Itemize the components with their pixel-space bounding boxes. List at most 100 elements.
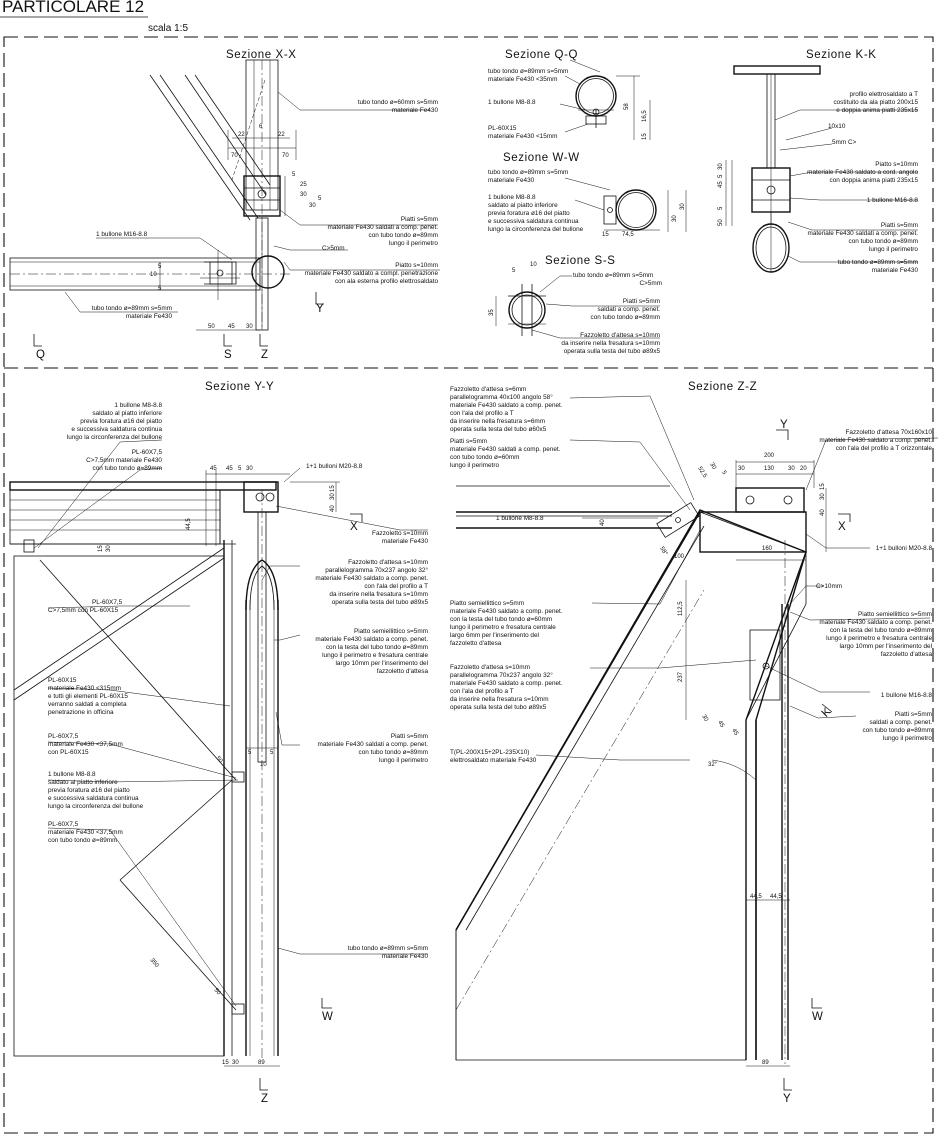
note-kk-n1: profilo elettrosaldato a T: [850, 91, 919, 98]
note-zz-n28: fazzoletto d'attesa: [881, 651, 933, 658]
note-zz-n4: con l'ala del profilo a T: [450, 410, 514, 417]
cut-marker-yy-x: X: [350, 513, 363, 533]
dim-zz-16: 237: [678, 671, 684, 682]
dim-yy-2: 5: [238, 466, 242, 472]
dim-zz-15: 112,5: [678, 601, 684, 616]
dim-kk-4: 50: [718, 219, 724, 226]
dim-yy-13: 15: [222, 1060, 229, 1066]
note-kk-n10: Piatti s=5mm: [881, 222, 918, 229]
dim-xx-4: 70: [282, 153, 289, 159]
note-xx-n9: Piatto s=10mm: [395, 262, 438, 269]
note-yy-n34: Piatti s=5mm: [391, 733, 428, 740]
dim-yy-12: 10: [260, 762, 267, 768]
dim-zz-1: 30: [738, 466, 745, 472]
note-xx-n7: 1 bullone M16-8.8: [96, 231, 148, 238]
dim-zz-0: 200: [764, 453, 775, 459]
note-ss-n4: saldati a comp. penet.: [597, 306, 660, 313]
dim-kk-0: 45: [718, 181, 724, 188]
note-yy-n12: Fazzoletto d'attesa s=10mm: [348, 559, 428, 566]
note-ss-n7: da inserire nella fresatura s=10mm: [561, 340, 660, 347]
dim-yy-0: 45: [210, 466, 217, 472]
dim-ss-2: 35: [489, 309, 495, 316]
cut-marker-yy-w: W: [321, 998, 333, 1023]
note-zz-n16: C>10mm: [816, 583, 842, 590]
cut-marker-zz-x: X: [838, 513, 851, 533]
note-kk-n14: tubo tondo ø=89mm s=5mm: [838, 259, 918, 266]
dim-yy-18: 50: [212, 987, 221, 996]
dim-kk-1: 5: [718, 174, 724, 178]
note-yy-n31: PL-60X7,5: [48, 733, 79, 740]
note-zz-n7: Piatti s=5mm: [450, 438, 487, 445]
section-ss-title: Sezione S-S: [545, 255, 616, 267]
note-kk-n12: con tubo tondo ø=89mm: [849, 238, 918, 245]
note-ww-n7: lungo la circonferenza del bullone: [488, 226, 584, 233]
dim-yy-9: 30: [106, 545, 112, 552]
note-kk-n4: 10x10: [828, 123, 846, 130]
dim-yy-16: 350: [148, 957, 159, 969]
dim-xx-6: 25: [300, 182, 307, 188]
svg-text:W: W: [812, 1011, 823, 1023]
cut-marker-zz-w: W: [811, 998, 823, 1023]
note-yy-n41: e successiva saldatura continua: [48, 795, 139, 802]
note-kk-n15: materiale Fe430: [872, 267, 919, 274]
note-zz-n10: lungo il perimetro: [450, 462, 499, 469]
note-yy-n38: 1 bullone M8-8.8: [48, 771, 96, 778]
note-yy-n19: C>7,5mm con PL-60X15: [48, 607, 119, 614]
note-qq-n1: tubo tondo ø=89mm s=5mm: [488, 68, 568, 75]
dim-qq-2: 15: [642, 133, 648, 140]
dim-zz-4: 20: [800, 466, 807, 472]
note-yy-n47: materiale Fe430: [382, 953, 429, 960]
dim-zz-6: 15: [820, 483, 826, 490]
note-yy-n1: 1 bullone M8-8.8: [114, 402, 162, 409]
note-yy-n15: con l'ala del profilo a T: [364, 583, 428, 590]
note-yy-n24: largo 10mm per l'inserimento del: [335, 660, 428, 667]
note-xx-n13: materiale Fe430: [126, 313, 173, 320]
note-yy-n21: materiale Fe430 saldato a comp. penet.: [315, 636, 428, 643]
dim-xx-13: 10: [150, 272, 157, 278]
dim-zz-9: 52,5: [696, 466, 708, 480]
dim-zz-3: 30: [788, 466, 795, 472]
cut-marker-q: Q: [33, 334, 45, 361]
note-xx-n12: tubo tondo ø=89mm s=5mm: [92, 305, 172, 312]
note-yy-n13: parallelogramma 70x237 angolo 32°: [325, 566, 428, 574]
note-zz-n38: con tubo tondo ø=89mm: [863, 727, 932, 734]
note-yy-n23: lungo il perimetro e fresatura centrale: [322, 652, 428, 659]
dim-zz-2: 130: [764, 466, 775, 472]
note-kk-n5: 5mm C>: [832, 139, 857, 146]
note-yy-n22: con la testa del tubo tondo ø=89mm: [326, 644, 428, 651]
cut-marker-zz-y-top: Y: [776, 419, 789, 440]
dim-yy-3: 30: [246, 466, 253, 472]
note-zz-n32: con l'ala del profilo a T: [450, 688, 514, 695]
note-zz-n31: materiale Fe430 saldato a comp. penet.: [450, 680, 563, 687]
section-yy-title: Sezione Y-Y: [205, 381, 274, 393]
dim-yy-4: 30: [330, 493, 336, 500]
note-yy-n43: PL-60X7,5: [48, 821, 79, 828]
note-zz-n6: operata sulla testa del tubo ø60x5: [450, 426, 547, 433]
svg-text:W: W: [322, 1011, 333, 1023]
frame-border: [3, 36, 934, 1134]
sheet-title: PARTICOLARE 12: [2, 0, 144, 16]
note-qq-n4: PL-60X15: [488, 125, 517, 132]
svg-text:Y: Y: [780, 419, 788, 431]
dim-xx-5: 5: [292, 172, 296, 178]
note-xx-n11: con ala esterna profilo elettrosaldato: [335, 278, 438, 285]
note-ww-n4: saldato al piatto inferiore: [488, 202, 558, 209]
note-yy-n44: materiale Fe430 <37,5mm: [48, 829, 123, 836]
note-zz-n34: operata sulla testa del tubo ø89x5: [450, 704, 547, 711]
note-yy-n32: materiale Fe430 <37,5mm: [48, 741, 123, 748]
note-yy-n14: materiale Fe430 saldato a comp. penet.: [315, 575, 428, 582]
dim-kk-2: 30: [718, 163, 724, 170]
dim-kk-3: 5: [718, 206, 724, 210]
dim-xx-8: 30: [309, 203, 316, 209]
note-ww-n6: e successiva saldatura continua: [488, 218, 579, 225]
note-zz-n25: con la testa del tubo tondo ø=89mm: [830, 627, 932, 634]
note-xx-n1: tubo tondo ø=60mm s=5mm: [358, 99, 438, 106]
sheet-scale: scala 1:5: [148, 23, 188, 34]
note-zz-n11: Fazzoletto d'attesa 70x160x10: [846, 429, 933, 436]
note-ss-n3: Piatti s=5mm: [623, 298, 660, 305]
note-xx-n2: materiale Fe430: [392, 107, 439, 114]
note-ss-n2: C>5mm: [639, 280, 662, 287]
note-qq-n3: 1 bullone M8-8.8: [488, 99, 536, 106]
note-ss-n8: operata sulla testa del tubo ø89x5: [564, 348, 661, 355]
dim-yy-6: 40: [330, 505, 336, 512]
